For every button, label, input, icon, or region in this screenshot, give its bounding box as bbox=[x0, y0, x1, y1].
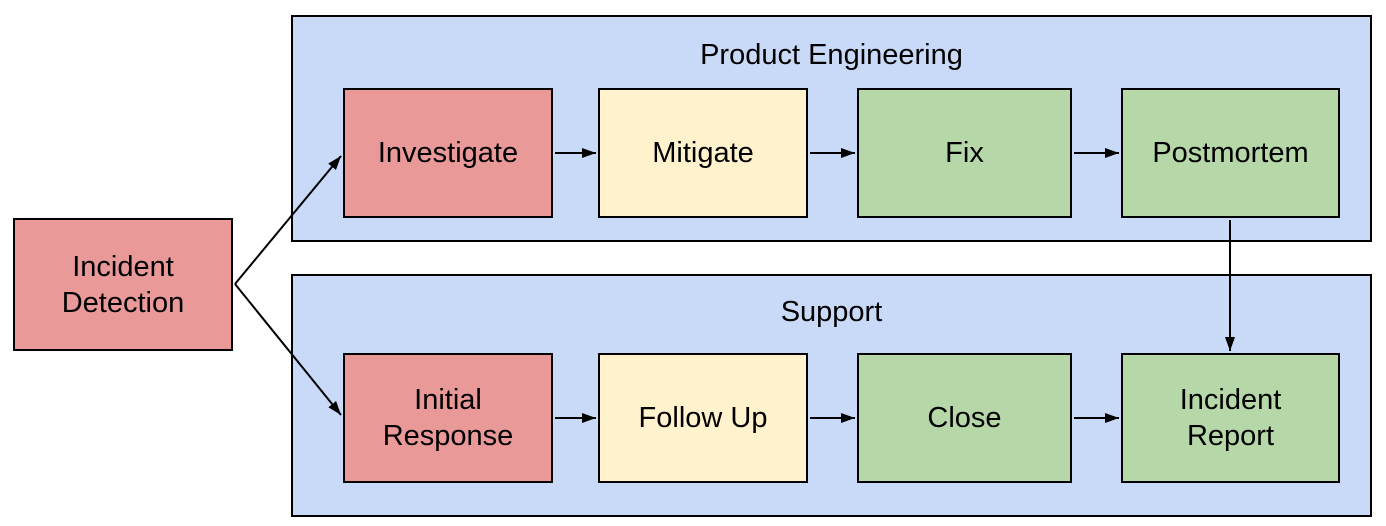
node-investigate: Investigate bbox=[343, 88, 553, 218]
node-initial-response: Initial Response bbox=[343, 353, 553, 483]
node-incident-detection: Incident Detection bbox=[13, 218, 233, 351]
node-fix: Fix bbox=[857, 88, 1072, 218]
node-close: Close bbox=[857, 353, 1072, 483]
node-incident-report: Incident Report bbox=[1121, 353, 1340, 483]
lane-title-support: Support bbox=[780, 296, 883, 328]
node-postmortem: Postmortem bbox=[1121, 88, 1340, 218]
node-mitigate: Mitigate bbox=[598, 88, 808, 218]
lane-title-product-engineering: Product Engineering bbox=[700, 39, 963, 71]
node-follow-up: Follow Up bbox=[598, 353, 808, 483]
